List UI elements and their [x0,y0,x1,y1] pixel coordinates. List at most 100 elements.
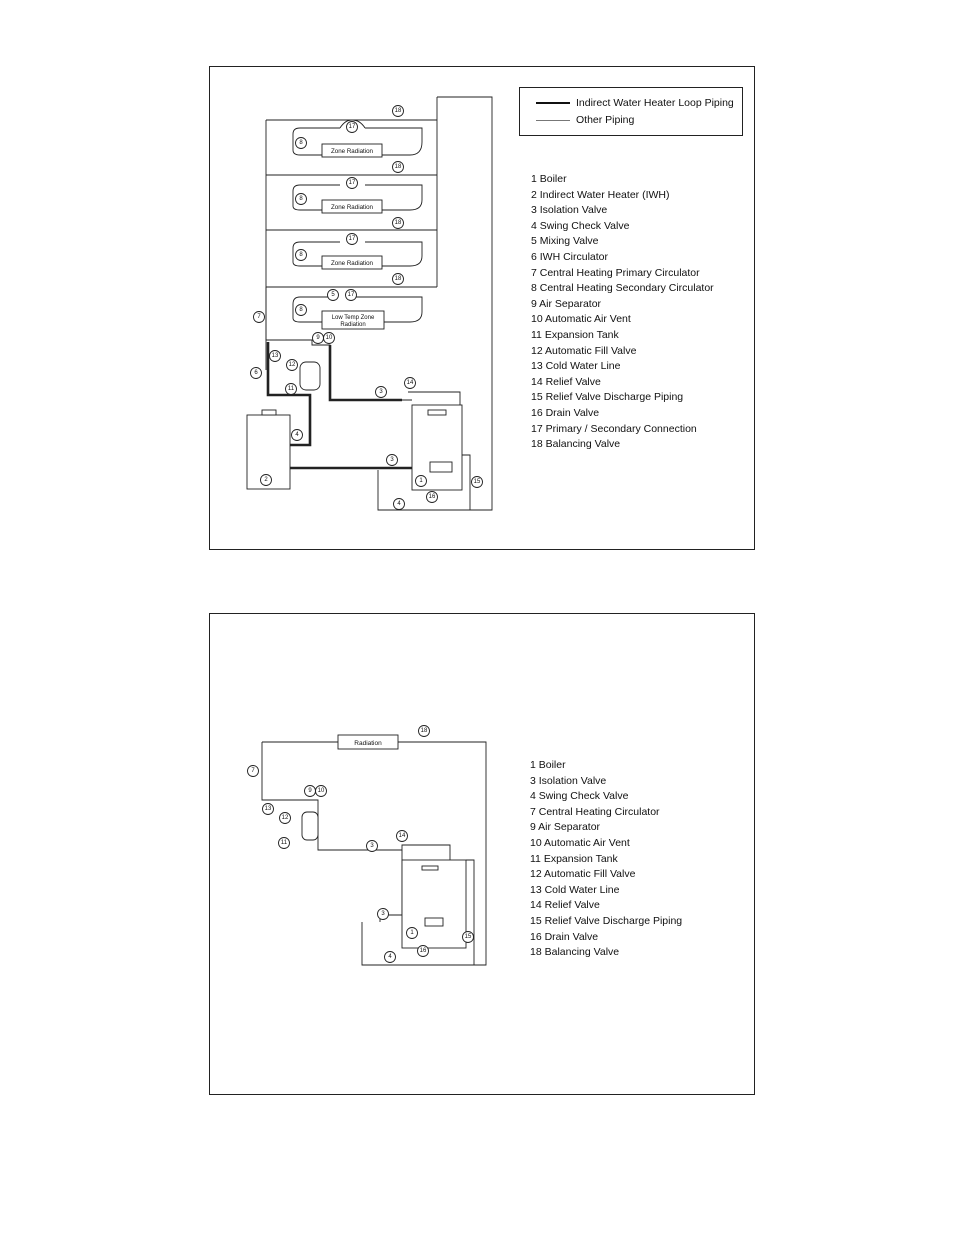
legend-item: 12 Automatic Fill Valve [530,868,636,881]
svg-text:18: 18 [395,164,402,170]
svg-text:14: 14 [399,833,406,839]
svg-text:16: 16 [429,494,436,500]
svg-text:5: 5 [331,292,335,298]
callout-12: 12 [286,359,298,371]
callout-8-zone1: 8 [295,137,307,149]
legend-item: 14 Relief Valve [530,899,600,912]
callout-3-top: 3 [366,840,378,852]
legend-item: 14 Relief Valve [531,375,601,388]
thick-line-swatch [536,102,570,105]
callout-4: 4 [384,951,396,963]
legend-item: 11 Expansion Tank [531,328,619,341]
legend-item: 4 Swing Check Valve [531,219,630,232]
zone-row-3: Zone Radiation [266,175,438,270]
svg-text:16: 16 [420,948,427,954]
callout-14: 14 [396,830,408,842]
legend-item: 3 Isolation Valve [530,774,607,787]
callout-10: 10 [323,332,335,344]
legend-item: 12 Automatic Fill Valve [531,344,637,357]
callout-9: 9 [304,785,316,797]
radiation-box: Radiation [337,734,399,750]
svg-text:13: 13 [265,806,272,812]
key-indirect-label: Indirect Water Heater Loop Piping [576,97,734,109]
thin-line-swatch [536,119,570,121]
svg-text:17: 17 [349,124,356,130]
key-other-row: Other Piping [536,114,634,126]
callout-3-supply: 3 [375,386,387,398]
key-indirect-row: Indirect Water Heater Loop Piping [536,97,734,109]
callout-8-zone3: 8 [295,249,307,261]
svg-text:13: 13 [272,353,279,359]
zone-1-label: Zone Radiation [331,148,374,155]
callout-13: 13 [262,803,274,815]
legend-item: 15 Relief Valve Discharge Piping [530,914,683,927]
callout-2: 2 [260,474,272,486]
callout-18-zone3: 18 [392,217,404,229]
svg-text:10: 10 [318,788,325,794]
legend-item: 16 Drain Valve [531,406,600,419]
legend-item: 10 Automatic Air Vent [530,836,630,849]
svg-text:18: 18 [421,728,428,734]
svg-text:4: 4 [397,501,401,507]
callout-13: 13 [269,350,281,362]
svg-text:6: 6 [254,370,258,376]
svg-text:3: 3 [370,843,374,849]
low-temp-label-1: Low Temp Zone [332,315,375,321]
svg-text:18: 18 [395,220,402,226]
legend-item: 6 IWH Circulator [531,250,609,263]
svg-text:7: 7 [257,314,261,320]
legend-item: 7 Central Heating Primary Circulator [531,266,700,279]
callout-8-zone2: 8 [295,193,307,205]
legend-item: 3 Isolation Valve [531,204,608,217]
callout-15: 15 [462,931,474,943]
svg-text:15: 15 [465,934,472,940]
diagram-1-legend: 1 Boiler 2 Indirect Water Heater (IWH) 3… [531,172,714,453]
svg-text:7: 7 [251,768,255,774]
expansion-tank [299,361,321,391]
svg-text:3: 3 [390,457,394,463]
callout-17-zone1: 17 [346,121,358,133]
callout-11: 11 [278,837,290,849]
svg-text:3: 3 [379,389,383,395]
callout-1: 1 [415,475,427,487]
legend-item: 9 Air Separator [530,821,601,834]
legend-item: 11 Expansion Tank [530,852,618,865]
callout-17-zone2: 17 [346,177,358,189]
svg-text:9: 9 [308,788,312,794]
expansion-tank-2 [301,811,319,841]
svg-text:9: 9 [316,335,320,341]
svg-text:14: 14 [407,380,414,386]
svg-text:18: 18 [395,276,402,282]
svg-text:10: 10 [326,335,333,341]
legend-item: 2 Indirect Water Heater (IWH) [531,188,670,201]
callout-3-return: 3 [386,454,398,466]
callout-6: 6 [250,367,262,379]
legend-item: 18 Balancing Valve [530,946,620,959]
svg-text:8: 8 [299,140,303,146]
legend-item: 5 Mixing Valve [531,235,599,248]
zone-2-label: Zone Radiation [331,204,374,211]
legend-item: 10 Automatic Air Vent [531,313,631,326]
legend-item: 1 Boiler [530,759,566,771]
svg-text:8: 8 [299,307,303,313]
svg-text:11: 11 [281,840,288,846]
callout-12: 12 [279,812,291,824]
diagram-2-legend: 1 Boiler 3 Isolation Valve 4 Swing Check… [530,758,682,961]
legend-item: 17 Primary / Secondary Connection [531,422,697,435]
svg-text:1: 1 [410,930,414,936]
callout-18-zone1: 18 [392,105,404,117]
zone-row-1: Zone Radiation [265,97,438,370]
svg-text:17: 17 [349,180,356,186]
svg-text:4: 4 [388,954,392,960]
zone-row-2: Zone Radiation [266,120,438,214]
legend-item: 13 Cold Water Line [531,360,621,373]
callout-14: 14 [404,377,416,389]
key-other-label: Other Piping [576,114,635,126]
diagram-2-frame [209,613,755,1095]
callout-3-bottom: 3 [377,908,389,920]
callout-17-zone3: 17 [346,233,358,245]
svg-text:4: 4 [295,432,299,438]
legend-item: 15 Relief Valve Discharge Piping [531,391,684,404]
svg-text:15: 15 [474,479,481,485]
